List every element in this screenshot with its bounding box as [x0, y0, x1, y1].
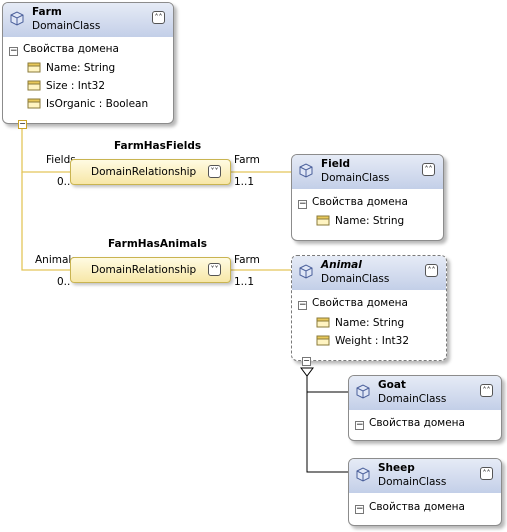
- property-icon: [27, 80, 41, 91]
- farm-header: Farm DomainClass ˄˄: [3, 3, 173, 37]
- field-class[interactable]: Field DomainClass ˄˄ −Свойства домена Na…: [291, 154, 444, 241]
- farm-class[interactable]: Farm DomainClass ˄˄ −Свойства домена Nam…: [2, 2, 174, 124]
- fields-source-role: Fields: [46, 154, 76, 166]
- domain-properties-section[interactable]: −Свойства домена: [355, 501, 465, 514]
- field-header: Field DomainClass ˄˄: [292, 155, 443, 189]
- animals-relationship-title: FarmHasAnimals: [108, 238, 207, 250]
- property-icon: [27, 62, 41, 73]
- embedding-port[interactable]: −: [18, 119, 27, 129]
- fields-relationship-title: FarmHasFields: [114, 140, 202, 152]
- collapse-button[interactable]: ˄˄: [480, 467, 493, 480]
- section-label: Свойства домена: [23, 43, 119, 55]
- fields-target-multiplicity: 1..1: [234, 176, 255, 188]
- animals-relationship-box[interactable]: DomainRelationship ˅˅: [70, 257, 231, 283]
- property-label: Size : Int32: [46, 80, 105, 92]
- field-kind: DomainClass: [321, 172, 390, 184]
- property-icon: [316, 215, 330, 226]
- collapse-button[interactable]: ˄˄: [480, 384, 493, 397]
- section-label: Свойства домена: [369, 501, 465, 513]
- property-icon: [27, 98, 41, 109]
- property-label: Weight : Int32: [335, 335, 410, 347]
- fields-relationship-box[interactable]: DomainRelationship ˅˅: [70, 159, 231, 185]
- animals-target-multiplicity: 1..1: [234, 276, 255, 288]
- animals-source-role: Animals: [35, 254, 77, 266]
- property-icon: [316, 335, 330, 346]
- animal-name: Animal: [321, 259, 362, 271]
- section-collapse-icon[interactable]: −: [355, 504, 364, 514]
- domain-class-icon: [299, 163, 313, 178]
- animal-header: Animal DomainClass ˄˄: [292, 256, 446, 290]
- section-label: Свойства домена: [369, 417, 465, 429]
- property-icon: [316, 317, 330, 328]
- property-row[interactable]: Weight : Int32: [316, 334, 409, 347]
- relationship-label: DomainRelationship: [91, 264, 197, 276]
- domain-class-icon: [356, 467, 370, 482]
- section-label: Свойства домена: [312, 297, 408, 309]
- domain-properties-section[interactable]: −Свойства домена: [355, 417, 465, 430]
- fields-target-role: Farm: [234, 154, 260, 166]
- sheep-name: Sheep: [378, 462, 415, 474]
- section-label: Свойства домена: [312, 196, 408, 208]
- section-collapse-icon[interactable]: −: [355, 420, 364, 430]
- collapse-button[interactable]: ˄˄: [152, 11, 165, 24]
- animal-class[interactable]: Animal DomainClass ˄˄ −Свойства домена N…: [291, 255, 447, 361]
- property-row[interactable]: IsOrganic : Boolean: [27, 97, 148, 110]
- property-label: IsOrganic : Boolean: [46, 98, 149, 110]
- section-collapse-icon[interactable]: −: [9, 46, 18, 56]
- property-row[interactable]: Name: String: [27, 61, 115, 74]
- section-collapse-icon[interactable]: −: [298, 199, 307, 209]
- section-collapse-icon[interactable]: −: [298, 300, 307, 310]
- sheep-class[interactable]: Sheep DomainClass ˄˄ −Свойства домена: [348, 458, 502, 526]
- farm-name: Farm: [32, 6, 62, 18]
- property-label: Name: String: [335, 215, 405, 227]
- domain-properties-section[interactable]: −Свойства домена: [298, 196, 408, 209]
- domain-properties-section[interactable]: −Свойства домена: [9, 43, 119, 56]
- field-name: Field: [321, 158, 351, 170]
- property-row[interactable]: Size : Int32: [27, 79, 105, 92]
- sheep-kind: DomainClass: [378, 476, 447, 488]
- sheep-header: Sheep DomainClass ˄˄: [349, 459, 501, 493]
- goat-name: Goat: [378, 379, 406, 391]
- property-row[interactable]: Name: String: [316, 214, 404, 227]
- goat-kind: DomainClass: [378, 393, 447, 405]
- expand-button[interactable]: ˅˅: [208, 263, 221, 276]
- animal-kind: DomainClass: [321, 273, 390, 285]
- inheritance-arrow: [300, 367, 314, 377]
- property-label: Name: String: [335, 317, 405, 329]
- domain-class-icon: [299, 264, 313, 279]
- animals-target-role: Farm: [234, 254, 260, 266]
- domain-properties-section[interactable]: −Свойства домена: [298, 297, 408, 310]
- property-label: Name: String: [46, 62, 116, 74]
- farm-kind: DomainClass: [32, 20, 101, 32]
- domain-class-icon: [10, 11, 24, 26]
- property-row[interactable]: Name: String: [316, 316, 404, 329]
- animals-source-line: [21, 172, 70, 271]
- domain-class-icon: [356, 384, 370, 399]
- relationship-label: DomainRelationship: [91, 166, 197, 178]
- inheritance-port[interactable]: −: [302, 356, 311, 366]
- goat-class[interactable]: Goat DomainClass ˄˄ −Свойства домена: [348, 375, 502, 441]
- collapse-button[interactable]: ˄˄: [425, 264, 438, 277]
- sheep-inheritance-line: [306, 376, 348, 473]
- expand-button[interactable]: ˅˅: [208, 165, 221, 178]
- goat-header: Goat DomainClass ˄˄: [349, 376, 501, 410]
- collapse-button[interactable]: ˄˄: [422, 163, 435, 176]
